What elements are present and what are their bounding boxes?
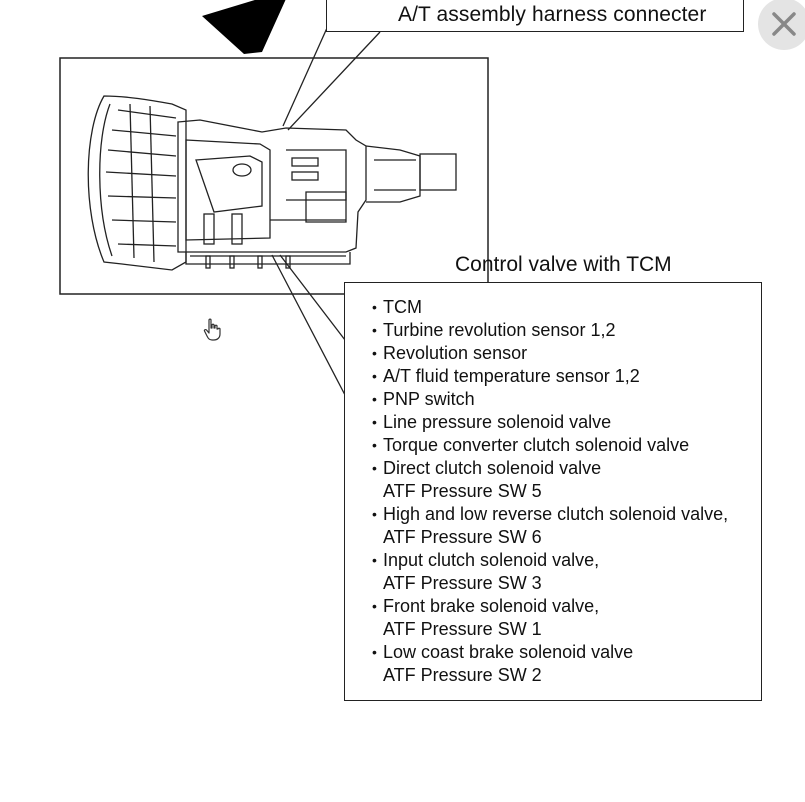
harness-callout-box (326, 0, 744, 32)
component-item-text: Turbine revolution sensor 1,2 (383, 320, 616, 340)
component-item-text: Revolution sensor (383, 343, 528, 363)
bullet: • (372, 506, 377, 522)
bullet: • (372, 322, 377, 338)
component-item-text: Line pressure solenoid valve (383, 412, 612, 432)
harness-leader-lines (282, 27, 381, 131)
component-list: • TCM • Turbine revolution sensor 1,2 • Revol… (372, 296, 757, 687)
bullet: • (372, 391, 377, 407)
close-button[interactable] (758, 0, 805, 50)
close-icon (772, 12, 796, 36)
hand-cursor-icon (203, 318, 221, 341)
component-item-text: High and low reverse clutch solenoid val… (383, 504, 729, 524)
bullet: • (372, 437, 377, 453)
component-item: • Turbine revolution sensor 1,2 (372, 319, 757, 342)
component-list-box (344, 282, 762, 701)
bullet: • (372, 299, 377, 315)
component-item-text: A/T fluid temperature sensor 1,2 (383, 366, 640, 386)
bullet: • (372, 414, 377, 430)
component-item: • A/T fluid temperature sensor 1,2 (372, 365, 757, 388)
harness-connector-label: A/T assembly harness connecter (398, 3, 707, 26)
component-item-text: ATF Pressure SW 6 (383, 527, 542, 547)
component-item-text: PNP switch (383, 389, 475, 409)
component-item: • TCM (372, 296, 757, 319)
bullet: • (372, 552, 377, 568)
bullet: • (372, 460, 377, 476)
component-item-text: ATF Pressure SW 1 (383, 619, 542, 639)
control-valve-leader-lines (271, 254, 346, 396)
component-item: • PNP switch (372, 388, 757, 411)
transmission-drawing (87, 95, 457, 271)
component-item-text: Front brake solenoid valve, (383, 596, 600, 616)
component-item: • High and low reverse clutch solenoid va… (372, 503, 757, 549)
component-item: • Front brake solenoid valve, ATF Pressure… (372, 595, 757, 641)
component-item: • Input clutch solenoid valve, ATF Pressur… (372, 549, 757, 595)
component-item-text: ATF Pressure SW 3 (383, 573, 542, 593)
component-item-text: TCM (383, 297, 422, 317)
component-item: • Torque converter clutch solenoid valve (372, 434, 757, 457)
component-item-text: Low coast brake solenoid valve (383, 642, 634, 662)
component-item-text: ATF Pressure SW 2 (383, 665, 542, 685)
bullet: • (372, 368, 377, 384)
bullet: • (372, 644, 377, 660)
component-item: • Revolution sensor (372, 342, 757, 365)
component-item-text: Torque converter clutch solenoid valve (383, 435, 690, 455)
component-item-text: ATF Pressure SW 5 (383, 481, 542, 501)
component-item-text: Input clutch solenoid valve, (383, 550, 600, 570)
component-item: • Line pressure solenoid valve (372, 411, 757, 434)
arrow-down-icon (202, 0, 286, 54)
component-item-text: Direct clutch solenoid valve (383, 458, 602, 478)
bullet: • (372, 345, 377, 361)
control-valve-title: Control valve with TCM (455, 253, 672, 276)
bullet: • (372, 598, 377, 614)
